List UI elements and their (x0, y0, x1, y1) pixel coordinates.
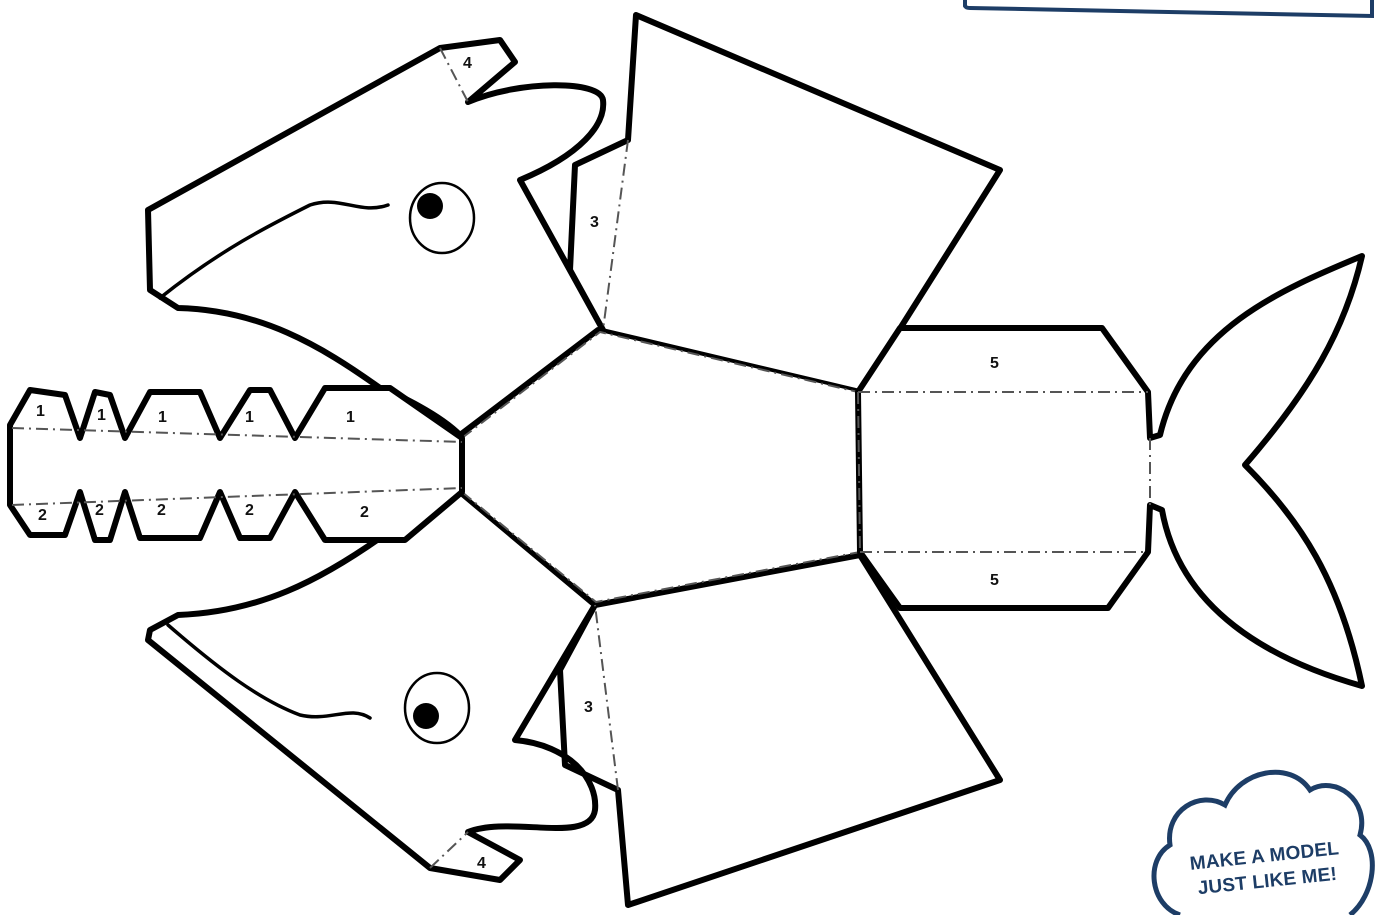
top-head: 4 3 (145, 12, 1003, 438)
top-mouth-line (158, 200, 390, 300)
tab-number: 2 (38, 507, 47, 524)
bottom-head: 4 3 (145, 489, 1003, 908)
tab-number: 3 (590, 214, 599, 231)
tab-number: 5 (990, 572, 999, 589)
tab-number: 5 (990, 355, 999, 372)
tab-number: 4 (463, 55, 472, 72)
fold-line (11, 487, 463, 506)
fold-line (602, 139, 629, 331)
fold-line (439, 47, 469, 103)
tab-number: 2 (245, 502, 254, 519)
fold-line (857, 391, 861, 553)
eye-icon (403, 671, 471, 745)
tab-number: 1 (36, 403, 45, 420)
fold-line (461, 491, 861, 604)
tab-number: 2 (360, 504, 369, 521)
bottom-head-outline (145, 489, 1003, 908)
teeth-strip-outline (7, 385, 465, 543)
tab-number: 1 (346, 409, 355, 426)
tail: 5 5 (855, 253, 1365, 689)
tab-number: 1 (97, 407, 106, 424)
body-panel (461, 330, 861, 604)
fold-line (461, 330, 859, 439)
fold-line (429, 831, 469, 869)
teeth-strip: 1 1 1 1 1 2 2 2 2 2 (7, 385, 465, 543)
tab-number: 3 (584, 699, 593, 716)
fold-line (594, 604, 619, 791)
tab-number: 1 (158, 409, 167, 426)
tab-number: 2 (157, 502, 166, 519)
tab-number: 1 (245, 409, 254, 426)
tail-outline (855, 253, 1365, 689)
tab-number: 4 (477, 855, 486, 872)
bottom-mouth-line (166, 623, 372, 720)
make-model-badge: MAKE A MODEL JUST LIKE ME! (1151, 769, 1375, 915)
header-box-edge (963, 0, 1374, 19)
cloud-badge-icon (1151, 769, 1375, 915)
eye-icon (408, 181, 476, 255)
tab-number: 2 (95, 502, 104, 519)
fold-line (11, 427, 463, 443)
